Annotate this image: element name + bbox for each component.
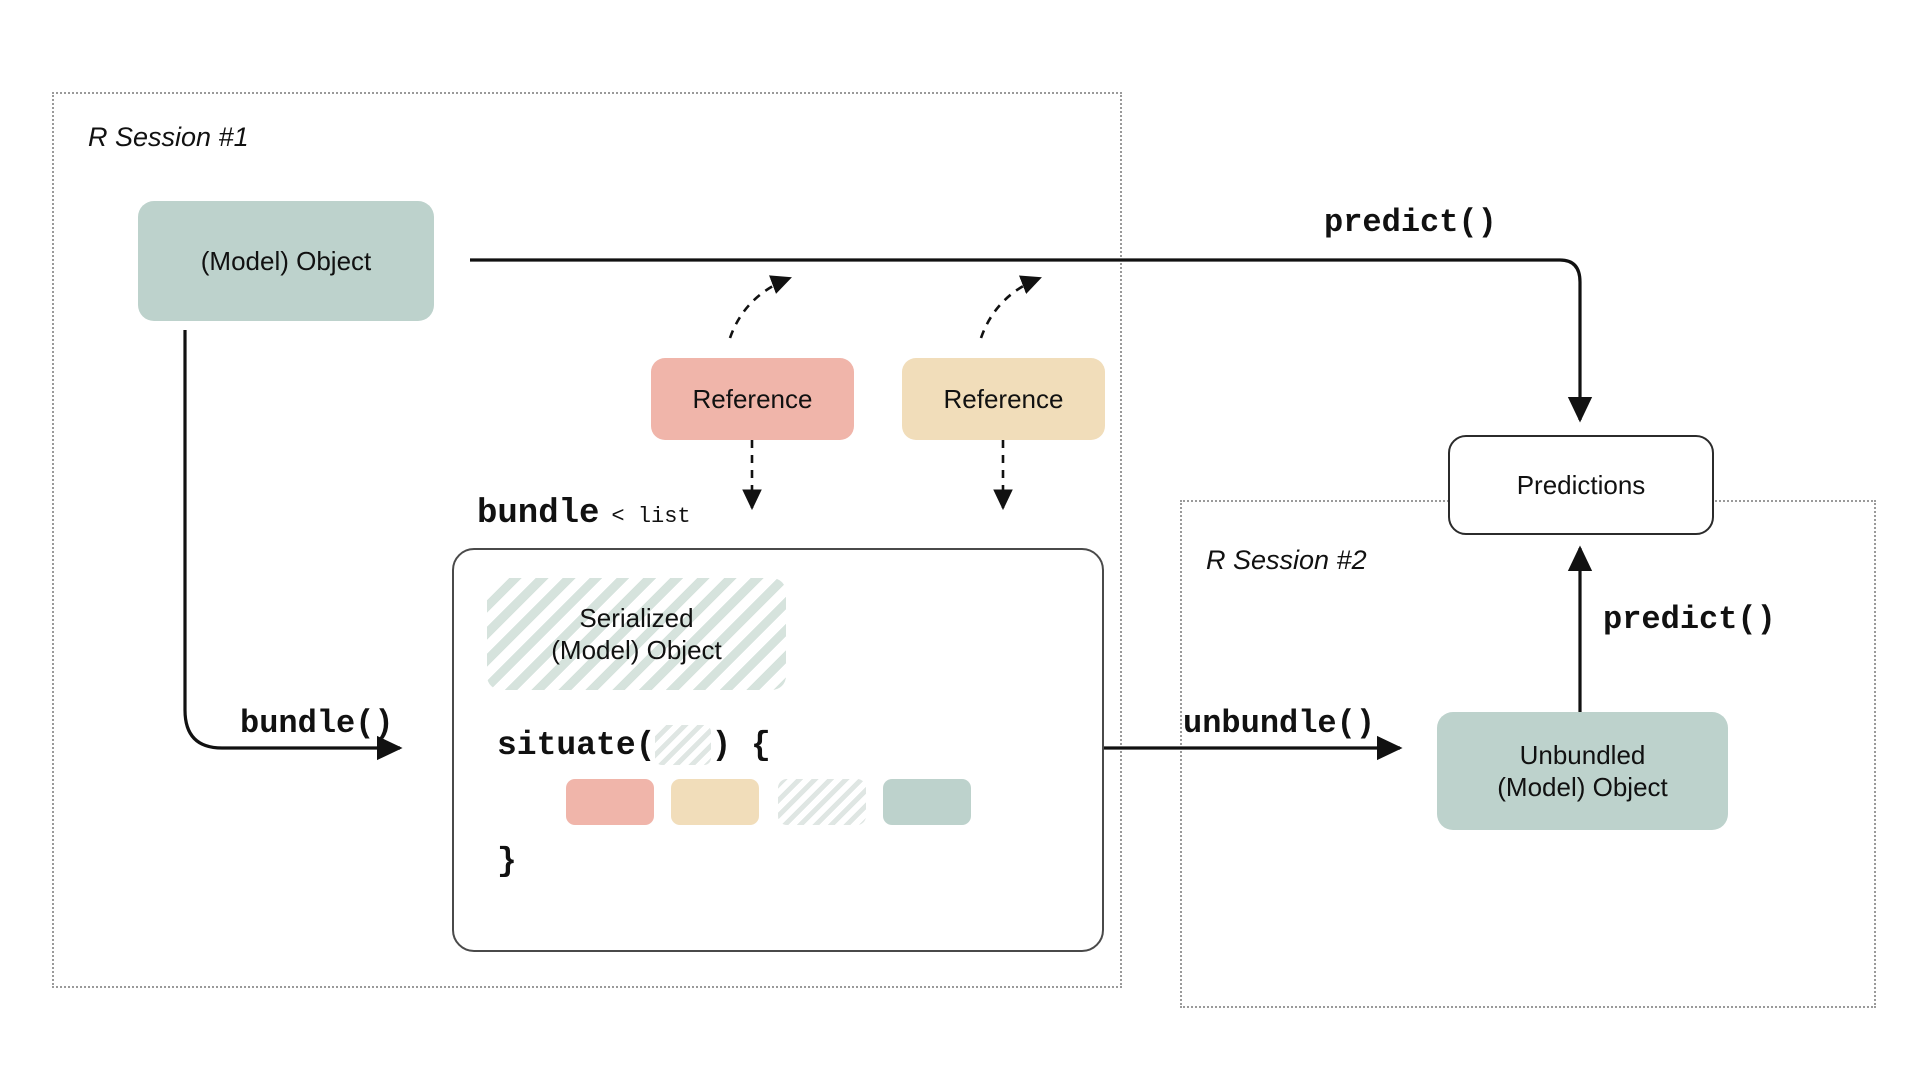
bundle-type-class: < list [611, 504, 691, 529]
session-1-label: R Session #1 [88, 122, 249, 152]
serialized-line-2: (Model) Object [551, 635, 722, 665]
bundle-type-name: bundle [477, 495, 600, 533]
node-reference-1[interactable]: Reference [651, 358, 854, 440]
node-model-object[interactable]: (Model) Object [138, 201, 434, 321]
session-2-label: R Session #2 [1206, 545, 1367, 575]
chip-pink[interactable] [566, 779, 654, 825]
edge-label-predict-session1: predict() [1324, 204, 1497, 241]
situate-close-token: ) { [711, 726, 771, 764]
node-reference-2[interactable]: Reference [902, 358, 1105, 440]
node-unbundled-model-object[interactable]: Unbundled (Model) Object [1437, 712, 1728, 830]
chip-hatched[interactable] [778, 779, 866, 825]
situate-argument-hatch [655, 725, 712, 765]
bundle-type-label: bundle < list [477, 495, 691, 533]
session-frame-1 [52, 92, 1122, 988]
situate-signature: situate( ) { [497, 722, 771, 768]
chip-tan[interactable] [671, 779, 759, 825]
edge-label-unbundle: unbundle() [1183, 705, 1376, 742]
unbundled-line-1: Unbundled [1519, 739, 1646, 770]
node-predictions[interactable]: Predictions [1448, 435, 1714, 535]
edge-label-bundle: bundle() [240, 705, 394, 742]
serialized-line-1: Serialized [579, 602, 694, 633]
chip-green[interactable] [883, 779, 971, 825]
edge-label-predict-session2: predict() [1603, 601, 1776, 638]
node-serialized-model-object[interactable]: Serialized (Model) Object [487, 578, 786, 690]
situate-open-token: situate( [497, 726, 656, 764]
situate-closing-brace: } [497, 843, 517, 880]
unbundled-line-2: (Model) Object [1497, 772, 1668, 802]
